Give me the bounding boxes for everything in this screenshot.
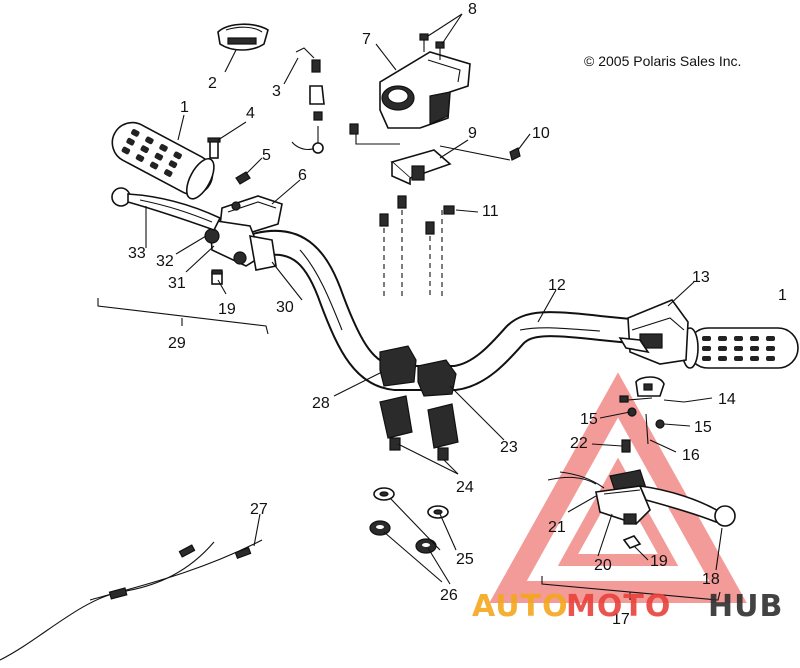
callout-18: 18 [702,571,720,588]
callout-27: 27 [250,501,268,518]
bracket-9 [390,149,452,186]
callout-17: 17 [612,611,630,628]
callout-15-right: 15 [694,419,712,436]
screws-11 [379,195,455,235]
handlebar-clamps [379,345,459,461]
group-bracket-29 [97,298,269,335]
callout-25: 25 [456,551,474,568]
left-brake-master-cylinder [204,195,283,271]
watermark-auto: AUTO [472,589,569,624]
right-brake-assembly [547,376,736,549]
right-grip [681,327,799,369]
screws-8 [419,33,445,60]
callout-1-left: 1 [180,99,189,116]
throttle-switch-wire [291,47,325,154]
watermark-hub: HUB [708,589,783,624]
copyright-notice: © 2005 Polaris Sales Inc. [584,53,741,69]
callout-10: 10 [532,125,550,142]
callout-7: 7 [362,31,371,48]
handlebar [245,229,653,391]
callout-13: 13 [692,269,710,286]
assembly-guides [355,134,511,296]
callout-33: 33 [128,245,146,262]
watermark-text: AUTO MOTO HUB [472,589,783,624]
left-grip [111,121,215,200]
callout-11: 11 [482,203,499,220]
right-switch-housing [618,299,689,365]
callout-22: 22 [570,435,588,452]
callout-3: 3 [272,83,281,100]
callout-28: 28 [312,395,330,412]
pivot-pin [207,137,221,159]
callout-32: 32 [156,253,174,270]
callout-12: 12 [548,277,566,294]
callout-15-left: 15 [580,411,598,428]
callout-23: 23 [500,439,518,456]
throttle-cable [0,539,263,661]
watermark-moto: MOTO [566,589,671,624]
screw-left-top [349,123,359,135]
callout-19-left: 19 [218,301,236,318]
throttle-housing [379,51,471,129]
washers-nuts [369,487,449,554]
callout-1-right: 1 [778,287,787,304]
callout-24: 24 [456,479,474,496]
callout-20: 20 [594,557,612,574]
callout-4: 4 [246,105,255,122]
callout-31: 31 [168,275,186,292]
reservoir-cap [217,23,269,51]
callout-19-right: 19 [650,553,668,570]
callout-6: 6 [298,167,307,184]
callout-labels: 1 1 2 3 4 5 6 7 8 9 10 11 12 13 14 15 15… [128,1,787,628]
callout-16: 16 [682,447,700,464]
callout-9: 9 [468,125,477,142]
callout-14: 14 [718,391,736,408]
screw-5 [235,171,251,185]
group-bracket-17 [541,576,721,601]
nut-19-left [211,269,223,285]
left-brake-lever [111,187,222,231]
callout-29: 29 [168,335,186,352]
leader-lines [145,13,723,585]
callout-8: 8 [468,1,477,18]
callout-26: 26 [440,587,458,604]
callout-2: 2 [208,75,217,92]
callout-21: 21 [548,519,566,536]
screw-10 [509,147,521,161]
callout-30: 30 [276,299,294,316]
callout-5: 5 [262,147,271,164]
